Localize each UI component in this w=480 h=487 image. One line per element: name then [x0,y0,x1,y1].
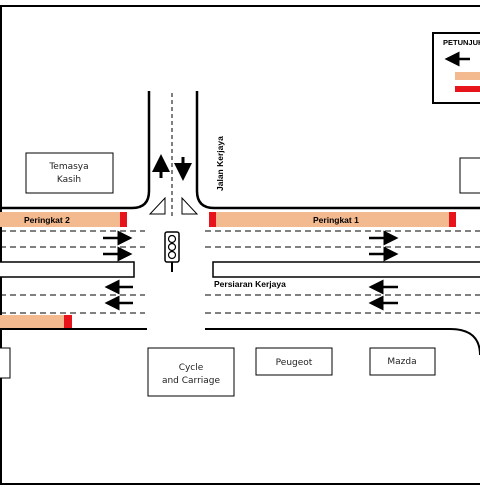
yield-triangle-right-icon [181,196,199,215]
marker-red-peringkat-1-end [449,212,456,227]
segment-bar-lower-left [0,315,64,329]
road-label-jalan-kerjaya: Jalan Kerjaya [215,136,225,191]
building-label-cycle: Cycle [179,363,204,373]
legend-title: PETUNJUK [443,38,480,47]
marker-red-peringkat-1-start [209,212,216,227]
legend-box: PETUNJUK [432,32,480,104]
westbound-arrows [104,279,398,311]
median-island-right [212,261,480,278]
building-right-partial [459,157,480,194]
building-peugeot: Peugeot [255,347,333,376]
legend-swatch-marker [455,86,480,92]
eastbound-arrows [103,230,399,262]
road-label-persiaran-kerjaya: Persiaran Kerjaya [214,279,286,289]
building-label-temasya: Temasya [48,162,88,172]
legend-swatch-segment [455,72,480,80]
segment-label-peringkat-1: Peringkat 1 [313,215,359,225]
lane-lines [0,230,480,314]
building-cycle-and-carriage: Cycle and Carriage [147,347,235,397]
road-edge-north-west [0,91,151,210]
frame-border [0,5,480,485]
marker-red-lower-left [64,315,72,329]
marker-red-peringkat-2 [120,212,127,227]
yield-triangle-left-icon [148,196,166,215]
traffic-light-icon [164,231,180,272]
segment-label-peringkat-2: Peringkat 2 [24,215,70,225]
median-island-left [0,261,135,278]
segment-peringkat-2-bar [0,212,120,227]
building-label-peugeot: Peugeot [276,358,313,368]
building-mazda: Mazda [369,347,436,376]
building-label-mazda: Mazda [387,357,416,367]
building-label-kasih: Kasih [57,175,81,185]
segment-peringkat-1-bar [216,212,449,227]
building-temasya-kasih: Temasya Kasih [25,152,114,194]
building-label-and-carriage: and Carriage [162,376,221,386]
road-edge-north-east [195,91,480,210]
building-left-partial [0,347,11,379]
